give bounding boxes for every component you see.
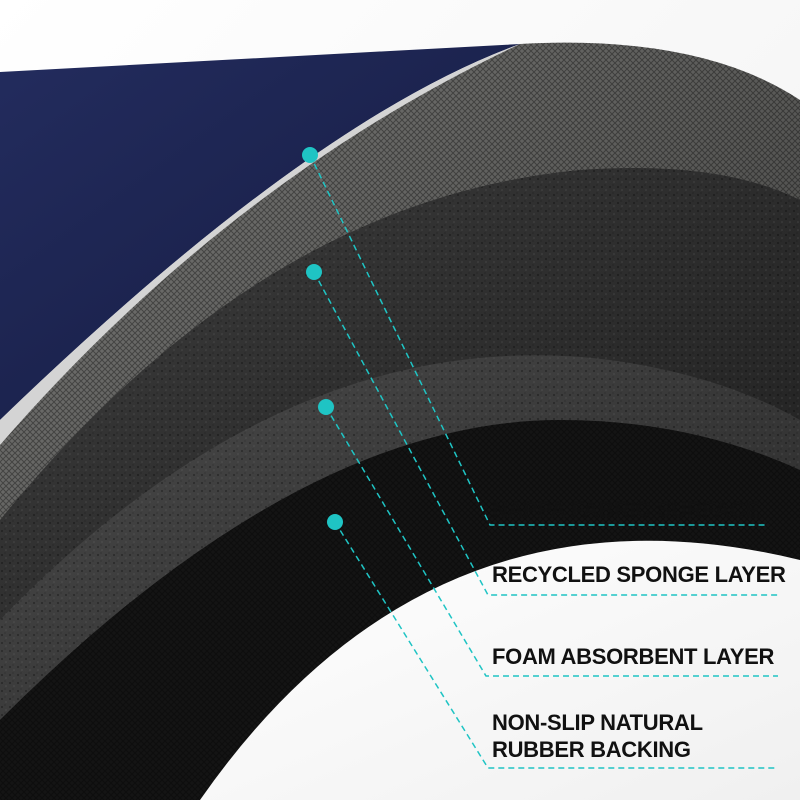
label-nappa-fabric-surface: NAPPA FABRIC SURFACE [492,497,760,523]
label-rubber-backing: RUBBER BACKING [492,737,691,763]
label-recycled-sponge-layer: RECYCLED SPONGE LAYER [492,562,786,588]
label-non-slip-natural: NON-SLIP NATURAL [492,710,703,736]
label-foam-absorbent-layer: FOAM ABSORBENT LAYER [492,644,774,670]
